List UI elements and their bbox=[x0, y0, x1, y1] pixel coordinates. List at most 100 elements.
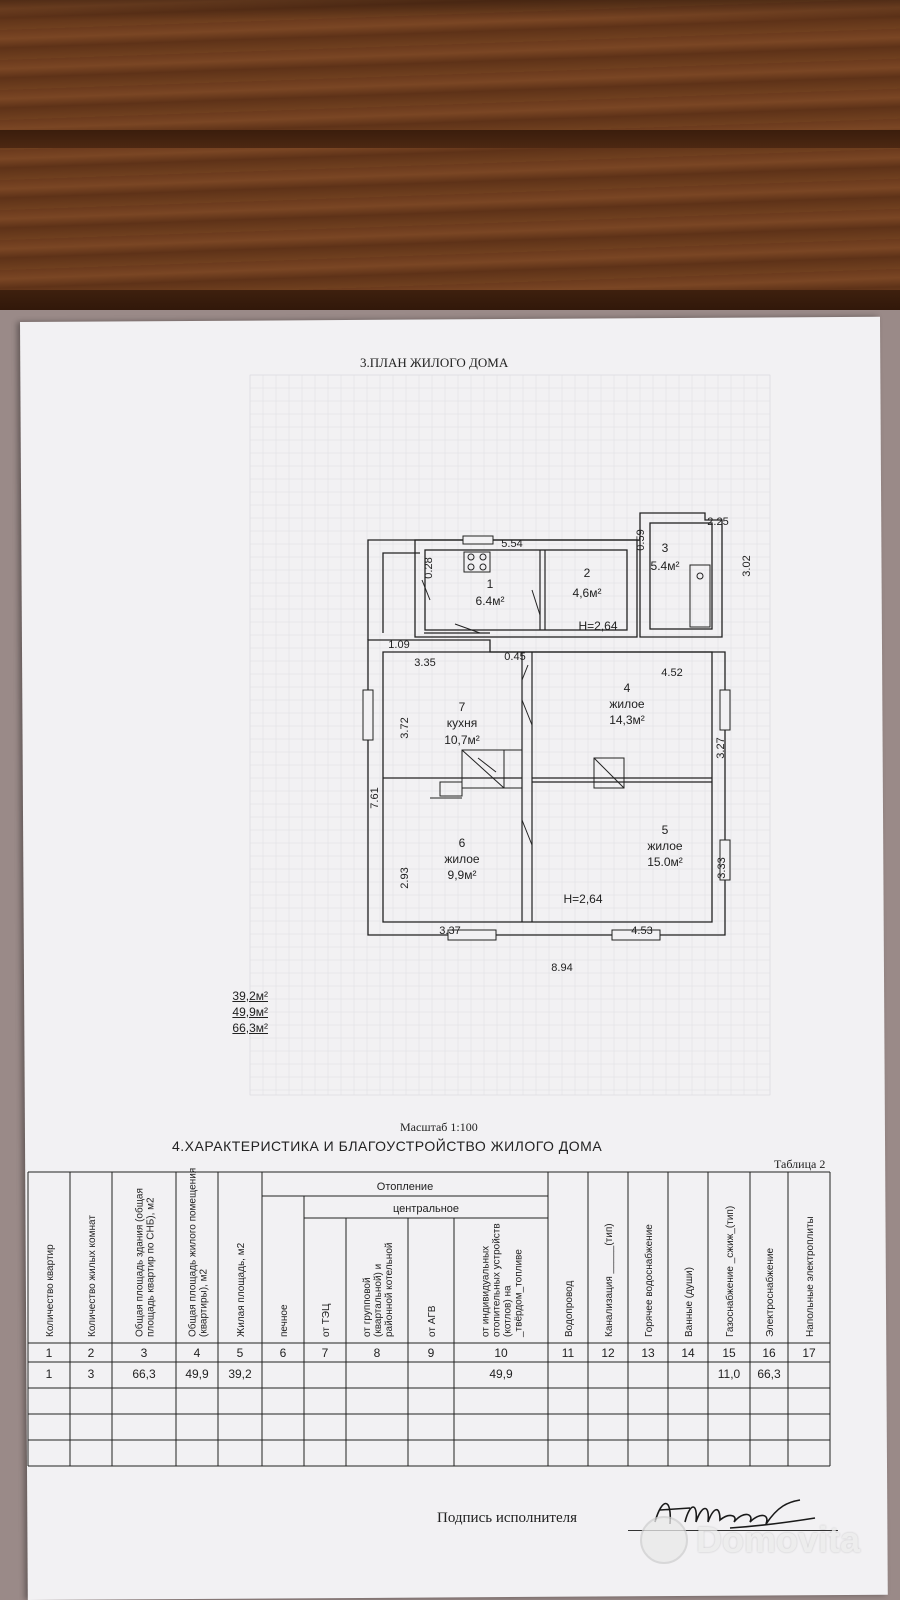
height-label-top: H=2,64 bbox=[578, 619, 617, 633]
room-3-area: 5.4м² bbox=[651, 559, 680, 573]
room-2-number: 2 bbox=[584, 566, 591, 580]
dim-8-94: 8.94 bbox=[551, 962, 572, 974]
watermark-text: Domovita bbox=[696, 1519, 861, 1560]
column-header: Общая площадь жилого помещения bbox=[187, 1168, 199, 1337]
plan-title: 3.ПЛАН ЖИЛОГО ДОМА bbox=[360, 355, 509, 370]
table-cell: 11,0 bbox=[718, 1367, 741, 1381]
total-apartment: 49,9м² bbox=[232, 1005, 268, 1019]
column-number: 16 bbox=[762, 1346, 776, 1360]
column-header: (квартиры), м2 bbox=[199, 1269, 210, 1337]
table-cell: 1 bbox=[46, 1367, 53, 1381]
column-header: печное bbox=[279, 1304, 290, 1337]
column-header: Канализация _____(тип) bbox=[604, 1223, 615, 1337]
room-4-name: жилое bbox=[609, 697, 645, 711]
table-label: Таблица 2 bbox=[774, 1157, 826, 1171]
column-number: 14 bbox=[681, 1346, 695, 1360]
column-number: 7 bbox=[322, 1346, 329, 1360]
dim-3-27: 3.27 bbox=[715, 737, 727, 758]
doors bbox=[421, 579, 541, 846]
column-header: Ванные (души) bbox=[684, 1267, 695, 1337]
room-6-name: жилое bbox=[444, 852, 480, 866]
column-number: 2 bbox=[88, 1346, 95, 1360]
column-header: Газоснабжение _сжиж_(тип) bbox=[724, 1206, 736, 1337]
column-header: отопительных устройств bbox=[492, 1223, 503, 1337]
room-5-number: 5 bbox=[662, 823, 669, 837]
table-cell: 3 bbox=[88, 1367, 95, 1381]
watermark: Domovita bbox=[640, 1510, 890, 1570]
wood-background bbox=[0, 0, 900, 320]
dim-7-61: 7.61 bbox=[369, 787, 381, 808]
column-header: от ТЭЦ bbox=[321, 1303, 332, 1337]
room-7-name: кухня bbox=[447, 716, 478, 730]
room-4-area: 14,3м² bbox=[609, 713, 645, 727]
dim-2-25: 2.25 bbox=[707, 516, 728, 528]
room-5-area: 15.0м² bbox=[647, 855, 683, 869]
dim-3-33: 3.33 bbox=[716, 857, 728, 878]
table-cell: 66,3 bbox=[132, 1367, 156, 1381]
column-number: 12 bbox=[601, 1346, 615, 1360]
column-header: Количество жилых комнат bbox=[87, 1215, 98, 1337]
room-7-area: 10,7м² bbox=[444, 733, 480, 747]
dim-5-54: 5.54 bbox=[501, 538, 522, 550]
section-title: 4.ХАРАКТЕРИСТИКА И БЛАГОУСТРОЙСТВО ЖИЛОГ… bbox=[172, 1138, 603, 1154]
wood-shelf-edge bbox=[0, 130, 900, 148]
column-header: Водопровод bbox=[564, 1281, 575, 1337]
room-3-number: 3 bbox=[662, 541, 669, 555]
dim-1-09: 1.09 bbox=[388, 639, 409, 651]
column-header: от индивидуальных bbox=[481, 1246, 492, 1337]
room-4-number: 4 bbox=[624, 681, 631, 695]
column-header: площадь квартир по СНБ), м2 bbox=[146, 1197, 157, 1337]
column-number: 6 bbox=[280, 1346, 287, 1360]
dim-4-53: 4.53 bbox=[631, 925, 652, 937]
column-number: 8 bbox=[374, 1346, 381, 1360]
outer-walls bbox=[367, 512, 726, 936]
dim-4-52: 4.52 bbox=[661, 667, 682, 679]
column-number: 9 bbox=[428, 1346, 435, 1360]
column-header: Жилая площадь, м2 bbox=[236, 1242, 247, 1337]
signature-label: Подпись исполнителя bbox=[437, 1510, 577, 1526]
dim-3-35: 3.35 bbox=[414, 657, 435, 669]
dim-3-02: 3.02 bbox=[741, 555, 753, 576]
column-number: 5 bbox=[237, 1346, 244, 1360]
windows bbox=[362, 535, 731, 941]
room-7-number: 7 bbox=[459, 700, 466, 714]
room-6-number: 6 bbox=[459, 836, 466, 850]
floor-plan: 1 6.4м² 2 4,6м² 3 5.4м² 4 жилое 14,3м² 5… bbox=[249, 374, 771, 1096]
table-cell: 49,9 bbox=[489, 1367, 513, 1381]
column-header: от групповой bbox=[362, 1277, 373, 1337]
room-5-name: жилое bbox=[647, 839, 683, 853]
column-number: 15 bbox=[722, 1346, 736, 1360]
column-header: (котлов) на bbox=[503, 1285, 514, 1337]
dim-3-37: 3.37 bbox=[439, 925, 460, 937]
column-header: районной котельной bbox=[384, 1243, 395, 1337]
column-header: Горячее водоснабжение bbox=[643, 1224, 655, 1337]
column-header: (квартальной) и bbox=[373, 1264, 384, 1337]
column-number: 11 bbox=[562, 1346, 575, 1360]
column-number: 3 bbox=[141, 1346, 148, 1360]
column-header: _твёрдом_топливе bbox=[514, 1249, 525, 1338]
central-group-label: центральное bbox=[393, 1203, 459, 1215]
column-number: 4 bbox=[194, 1346, 201, 1360]
scale-label: Масштаб 1:100 bbox=[400, 1120, 478, 1134]
dim-2-93: 2.93 bbox=[399, 867, 411, 888]
total-living: 39,2м² bbox=[232, 989, 268, 1003]
area-totals: 39,2м² 49,9м² 66,3м² bbox=[218, 988, 268, 1036]
room-6-area: 9,9м² bbox=[448, 868, 477, 882]
height-label-bottom: H=2,64 bbox=[563, 892, 602, 906]
heater-icon bbox=[578, 757, 625, 789]
column-number: 1 bbox=[46, 1346, 53, 1360]
dimension-labels: 5.54 2.25 3.35 4.52 1.09 0.45 3.37 4.53 … bbox=[369, 516, 753, 974]
heating-group-label: Отопление bbox=[377, 1181, 433, 1193]
dim-0-28: 0.28 bbox=[423, 557, 435, 578]
signature-line bbox=[628, 1530, 838, 1531]
total-building: 66,3м² bbox=[232, 1021, 268, 1035]
dim-0-59: 0.59 bbox=[635, 529, 647, 550]
column-header: Количество квартир bbox=[45, 1244, 56, 1337]
gas-stove-icon bbox=[463, 551, 491, 573]
table-cell: 66,3 bbox=[757, 1367, 781, 1381]
column-number: 17 bbox=[802, 1346, 816, 1360]
column-header: Напольные электроплиты bbox=[805, 1216, 816, 1337]
table-cell: 49,9 bbox=[185, 1367, 209, 1381]
column-number: 13 bbox=[641, 1346, 655, 1360]
bathtub-icon bbox=[689, 564, 711, 628]
